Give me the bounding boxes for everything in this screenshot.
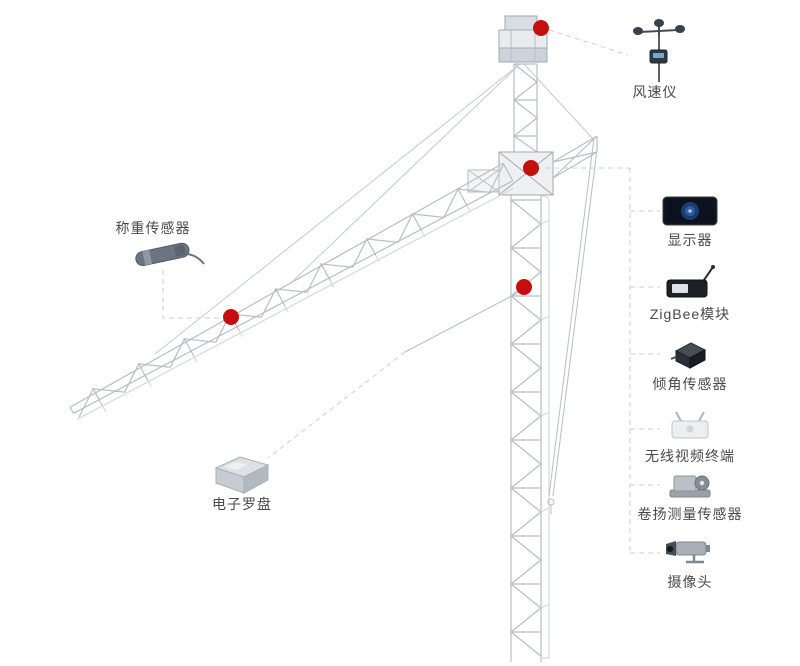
- crane-jib: [69, 162, 514, 420]
- mast-marker[interactable]: [516, 279, 532, 295]
- right-panel-item-wireless-video: 无线视频终端: [630, 410, 750, 466]
- tilt-sensor-icon: [670, 342, 707, 369]
- load-sensor-icon: [135, 242, 205, 267]
- load-sensor-label: 称重传感器: [115, 220, 191, 236]
- camera-icon: [666, 541, 710, 564]
- compass-icon: [214, 456, 270, 494]
- connector-lines: [162, 29, 660, 554]
- crane-mast: [510, 194, 550, 662]
- crane-tie-rod: [404, 287, 528, 353]
- crane-slewing-unit: [467, 151, 554, 196]
- right-panel-item-display: 显示器: [630, 196, 750, 250]
- hoist-sensor-label: 卷扬测量传感器: [637, 506, 743, 522]
- anemometer-label: 风速仪: [632, 84, 678, 100]
- zigbee-module-icon: [666, 265, 715, 298]
- display-label: 显示器: [667, 232, 713, 248]
- camera-label: 摄像头: [667, 574, 713, 590]
- right-panel-item-tilt: 倾角传感器: [630, 338, 750, 394]
- zigbee-label: ZigBee模块: [649, 306, 731, 322]
- crane-tower-head: [512, 63, 538, 153]
- anemometer-icon: [633, 19, 685, 82]
- anemometer-marker[interactable]: [533, 20, 549, 36]
- tower-top-marker[interactable]: [523, 160, 539, 176]
- right-panel-item-zigbee: ZigBee模块: [630, 264, 750, 324]
- crane-cables: [154, 63, 595, 355]
- crane-counter-jib: [552, 135, 598, 179]
- wireless-video-label: 无线视频终端: [645, 448, 735, 464]
- compass-label: 电子罗盘: [212, 496, 272, 512]
- hoist-sensor-icon: [669, 475, 711, 498]
- display-icon: [662, 196, 718, 226]
- wireless-video-icon: [671, 411, 709, 439]
- right-panel-item-hoist: 卷扬测量传感器: [630, 470, 750, 524]
- jib-marker[interactable]: [223, 309, 239, 325]
- right-panel-item-camera: 摄像头: [630, 538, 750, 592]
- crane-hoist-ropes: [547, 137, 598, 514]
- tilt-sensor-label: 倾角传感器: [652, 376, 728, 392]
